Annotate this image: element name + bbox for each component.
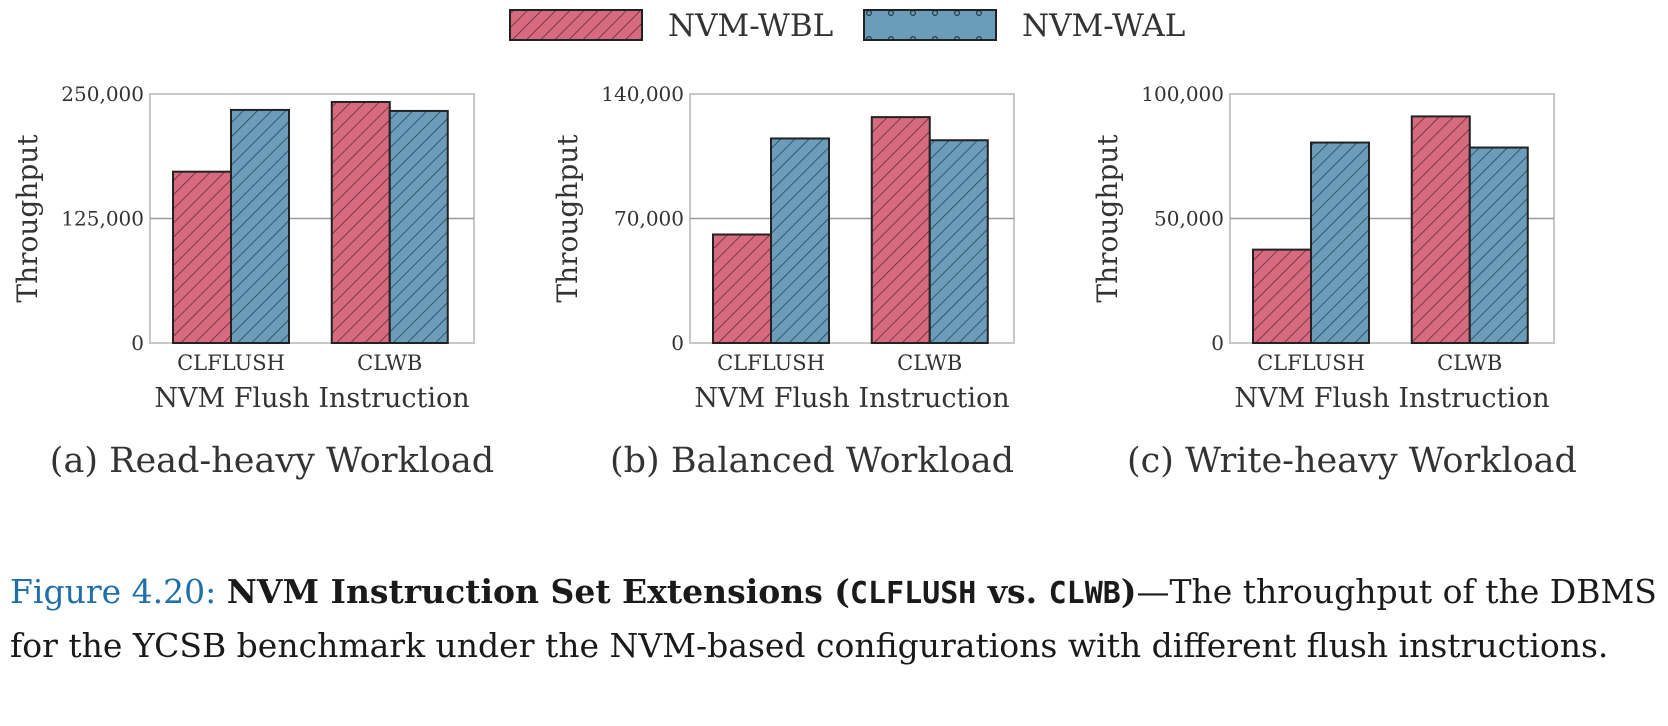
caption-mono-clflush: CLFLUSH <box>849 576 977 611</box>
subplot-title: (a) Read-heavy Workload <box>50 441 494 481</box>
x-tick-label: CLFLUSH <box>177 351 285 375</box>
caption-title: NVM Instruction Set Extensions (CLFLUSH … <box>227 572 1137 611</box>
bar-nvm-wbl-clwb <box>1410 115 1471 344</box>
x-axis-label: NVM Flush Instruction <box>1234 383 1549 414</box>
x-tick-label: CLFLUSH <box>717 351 825 375</box>
x-axis-label: NVM Flush Instruction <box>694 383 1009 414</box>
subplot-title: (b) Balanced Workload <box>610 441 1014 481</box>
y-axis-label: Throughput <box>11 134 44 303</box>
legend-swatch-wal <box>863 9 997 41</box>
y-tick-label: 250,000 <box>61 82 144 106</box>
caption-title-mid: vs. <box>976 572 1049 611</box>
y-axis-label: Throughput <box>1091 134 1124 303</box>
y-tick-label: 0 <box>131 331 144 355</box>
caption-title-prefix: NVM Instruction Set Extensions ( <box>226 572 850 611</box>
x-tick-label: CLFLUSH <box>1257 351 1365 375</box>
y-tick-label: 125,000 <box>61 207 144 231</box>
x-tick-label: CLWB <box>897 351 962 375</box>
bar-nvm-wal-clwb <box>1468 146 1529 344</box>
y-tick-label: 0 <box>1211 331 1224 355</box>
figure-caption: Figure 4.20: NVM Instruction Set Extensi… <box>10 566 1658 672</box>
bar-nvm-wbl-clwb <box>870 116 931 344</box>
y-tick-label: 0 <box>671 331 684 355</box>
legend: NVM-WBL NVM-WAL <box>509 8 1185 44</box>
caption-title-suffix: ) <box>1120 572 1137 611</box>
legend-label-wal: NVM-WAL <box>1022 8 1185 44</box>
y-tick-label: 100,000 <box>1141 82 1224 106</box>
bar-nvm-wal-clwb <box>928 139 989 344</box>
x-tick-label: CLWB <box>1437 351 1502 375</box>
bar-nvm-wbl-clflush <box>1252 248 1312 344</box>
bar-nvm-wal-clflush <box>230 108 290 344</box>
bar-nvm-wal-clflush <box>1310 141 1370 344</box>
bar-nvm-wal-clflush <box>770 137 830 344</box>
bar-nvm-wbl-clflush <box>712 233 772 344</box>
y-tick-label: 70,000 <box>614 207 684 231</box>
legend-label-wbl: NVM-WBL <box>668 8 833 44</box>
y-tick-label: 140,000 <box>601 82 684 106</box>
figure-label: Figure 4.20: <box>10 572 217 611</box>
x-tick-label: CLWB <box>357 351 422 375</box>
y-tick-label: 50,000 <box>1154 207 1224 231</box>
legend-swatch-wbl <box>509 9 643 41</box>
subplot-title: (c) Write-heavy Workload <box>1127 441 1577 481</box>
y-axis-label: Throughput <box>551 134 584 303</box>
bar-nvm-wal-clwb <box>388 109 449 344</box>
caption-mono-clwb: CLWB <box>1048 576 1121 611</box>
bar-nvm-wbl-clflush <box>172 170 232 344</box>
bar-nvm-wbl-clwb <box>330 100 391 344</box>
caption-body: —The throughput of the DBMS for the YCSB… <box>10 572 1657 665</box>
x-axis-label: NVM Flush Instruction <box>154 383 469 414</box>
